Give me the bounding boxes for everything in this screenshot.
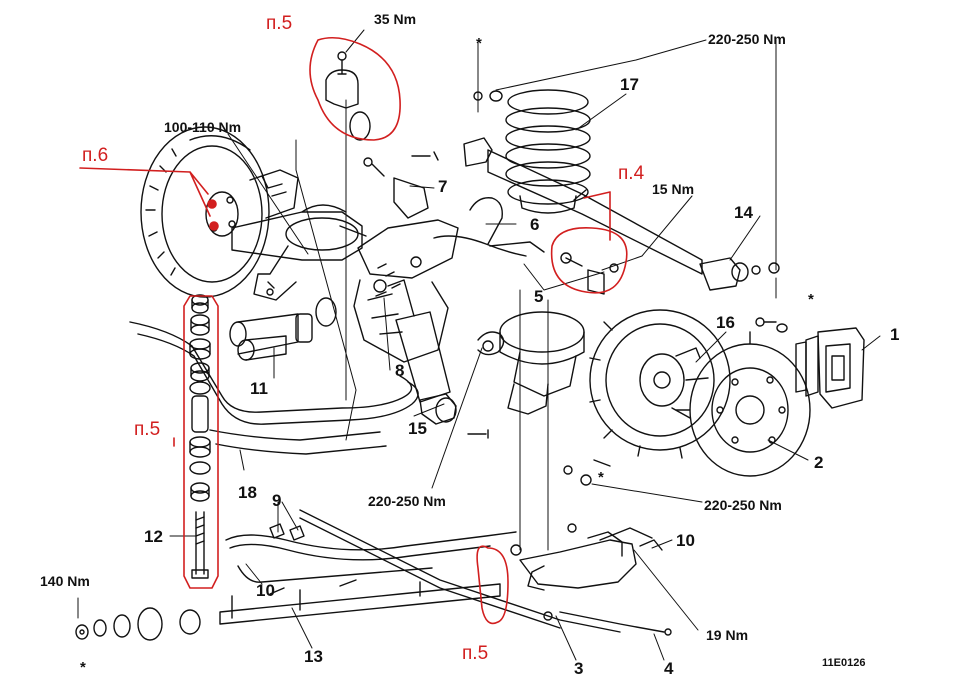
outline-p5-left: [184, 296, 218, 588]
part-number-8: 8: [395, 361, 405, 380]
part-number-10-left: 10: [256, 581, 275, 600]
red-annotations: [80, 38, 627, 624]
annotation-p4: п.4: [618, 163, 645, 184]
part-number-3: 3: [574, 659, 584, 678]
torque-label-140: 140 Nm: [40, 573, 90, 589]
brake-disc: [676, 332, 810, 476]
part-number-5: 5: [534, 287, 544, 306]
part-number-16: 16: [716, 313, 735, 332]
annotation-p5-bottom: п.5: [462, 643, 489, 664]
backing-plate: [590, 310, 730, 458]
stabilizer-bar: [130, 322, 418, 454]
part-number-10-right: 10: [676, 531, 695, 550]
differential-cover: [478, 312, 584, 414]
part-number-11: 11: [250, 379, 268, 398]
parking-brake-cables: [226, 510, 671, 635]
brake-caliper: [756, 318, 864, 408]
circle-p5-bottom: [477, 546, 508, 623]
leader-lines: [78, 30, 880, 660]
coil-spring: [506, 90, 590, 213]
rear-axle-housing: [232, 205, 458, 362]
part-number-15: 15: [408, 419, 427, 438]
torque-label-100-110: 100-110 Nm: [164, 119, 242, 135]
figure-code: 11E0126: [822, 657, 866, 669]
part-number-2: 2: [814, 453, 824, 472]
lateral-rod: [76, 580, 500, 640]
part-number-1: 1: [890, 325, 900, 344]
part-number-7: 7: [438, 177, 448, 196]
asterisk-bottom-left: *: [80, 659, 86, 676]
part-number-17: 17: [620, 75, 639, 94]
part-number-6: 6: [530, 215, 540, 234]
part-number-14: 14: [734, 203, 753, 222]
torque-label-35: 35 Nm: [374, 11, 417, 27]
annotation-p6: п.6: [82, 145, 109, 166]
trailing-link: [230, 298, 336, 360]
left-brake-drum: [141, 127, 298, 297]
hardware-bolts: [326, 52, 779, 620]
part-number-9: 9: [272, 491, 282, 510]
lower-arm: [520, 532, 636, 590]
torque-label-220-top: 220-250 Nm: [708, 31, 786, 47]
part-number-18: 18: [238, 483, 257, 502]
part-number-13: 13: [304, 647, 323, 666]
torque-label-15: 15 Nm: [652, 181, 695, 197]
circle-p5-top: [310, 38, 400, 140]
annotation-p5-top: п.5: [266, 13, 293, 34]
asterisk-mid: *: [598, 469, 604, 486]
asterisk-right: *: [808, 291, 814, 308]
torque-label-220-mid: 220-250 Nm: [368, 493, 446, 509]
circle-p4: [552, 228, 627, 293]
annotation-p5-left: п.5: [134, 419, 161, 440]
asterisk-top: *: [476, 35, 482, 52]
bush-stack: [190, 295, 210, 578]
shock-absorber: [376, 280, 456, 424]
part-number-4: 4: [664, 659, 674, 678]
torque-label-19: 19 Nm: [706, 627, 749, 643]
torque-label-220-right: 220-250 Nm: [704, 497, 782, 513]
control-arm-upper: [464, 138, 748, 290]
part-number-12: 12: [144, 527, 163, 546]
